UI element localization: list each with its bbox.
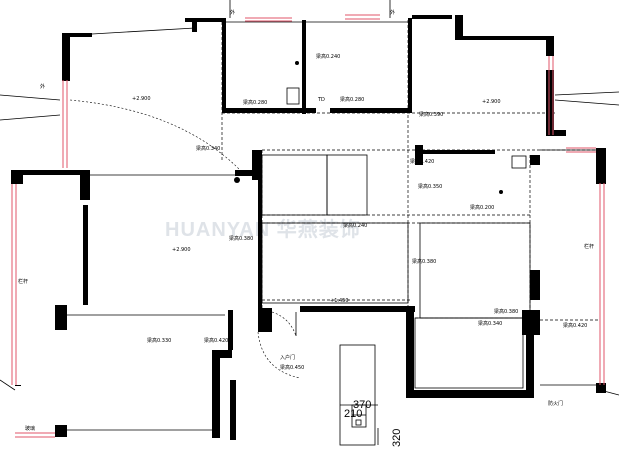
dimension-320: 320 <box>391 429 403 447</box>
label-entry-door: 入户门 <box>280 354 295 361</box>
dimension-210: 210 <box>344 408 362 420</box>
label-ceiling-17: 梁高0.380 <box>494 308 518 315</box>
label-wai-top-left: 外 <box>230 9 235 16</box>
dimension-370: 370 <box>353 399 371 411</box>
label-ceiling-7: 梁高0.350 <box>418 183 442 190</box>
label-ceiling-15: 梁高0.420 <box>204 337 228 344</box>
label-ceiling-3: 梁高0.280 <box>340 96 364 103</box>
label-railing-right: 栏杆 <box>584 243 594 250</box>
label-wai-top-right: 外 <box>390 9 395 16</box>
label-ceiling-14: 梁高0.330 <box>147 337 171 344</box>
label-ceiling-12: 梁高0.240 <box>343 222 367 229</box>
walls <box>11 15 606 440</box>
label-ceiling-11: 梁高0.340 <box>478 320 502 327</box>
fixtures <box>234 61 527 446</box>
dimension-markers <box>340 404 379 445</box>
label-ceiling-8: 梁高0.200 <box>470 204 494 211</box>
label-ceiling-4: 梁高0.390 <box>419 111 443 118</box>
label-level-living: +2.900 <box>172 247 191 253</box>
label-ceiling-16: 梁高0.450 <box>280 364 304 371</box>
label-td: TD <box>317 97 325 103</box>
label-ceiling-13: 梁高0.420 <box>563 322 587 329</box>
watermark-text: HUANYAN 华燕装饰 <box>165 217 361 241</box>
label-fire-door: 防火门 <box>548 400 563 407</box>
label-wai-left: 外 <box>40 83 45 90</box>
label-level-top-left: +2.900 <box>132 96 151 102</box>
label-ceiling-6: 梁高0.340 <box>196 145 220 152</box>
door-arcs <box>69 99 301 379</box>
label-level-entry: +1.450 <box>330 298 349 304</box>
label-ceiling-5: 梁高0.420 <box>410 158 434 165</box>
label-ceiling-9: 梁高0.380 <box>229 235 253 242</box>
label-ceiling-10: 梁高0.380 <box>412 258 436 265</box>
label-ceiling-2: 梁高0.280 <box>243 99 267 106</box>
label-ceiling-1: 梁高0.240 <box>316 53 340 60</box>
windows <box>11 14 605 438</box>
labels: 外 外 外 +2.900 +2.900 +2.900 +1.450 梁高0.24… <box>18 9 594 447</box>
label-level-top-right: +2.900 <box>482 99 501 105</box>
label-railing-left: 栏杆 <box>18 278 28 285</box>
label-window-bottom: 玻璃 <box>25 425 35 432</box>
